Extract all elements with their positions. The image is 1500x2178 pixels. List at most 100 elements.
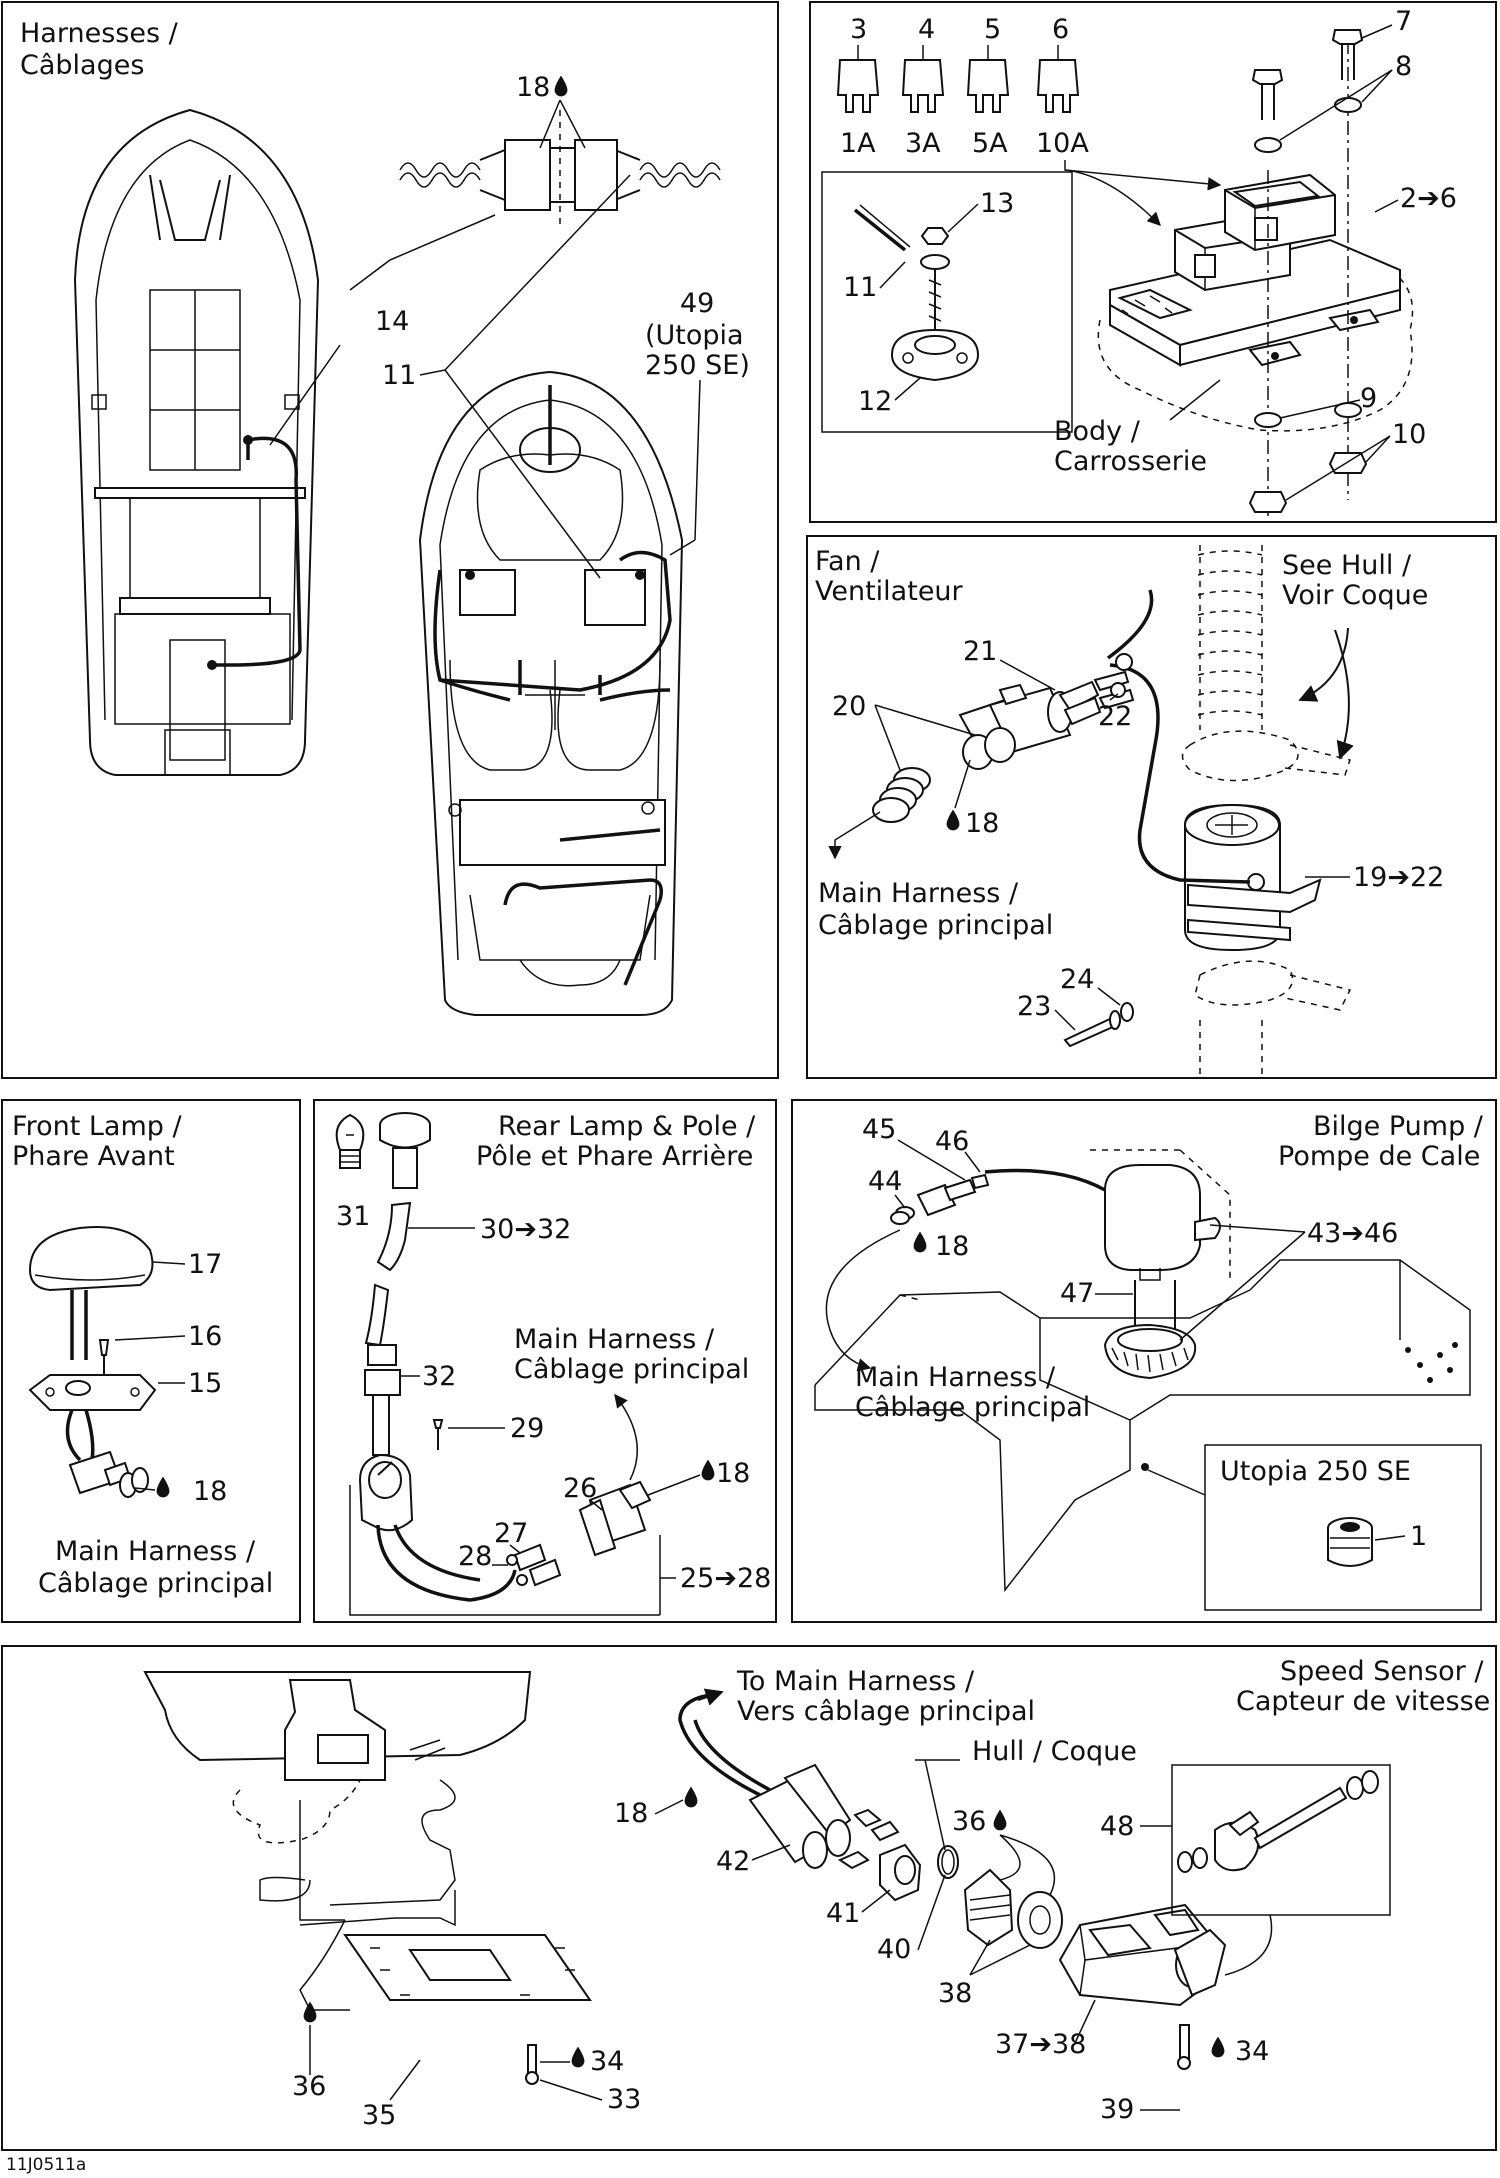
drop-icon [156,1476,170,1498]
front-lamp-title-1: Front Lamp / [12,1111,182,1142]
callout-33: 33 [607,2084,641,2115]
fuse-rating-10a: 10A [1036,128,1089,159]
callout-18: 18 [516,72,550,103]
callout-18-rear: 18 [716,1458,750,1489]
callout-45: 45 [862,1114,896,1145]
callout-36-bracket: 36 [292,2071,326,2102]
front-lamp-title-2: Phare Avant [12,1141,175,1172]
callout-31: 31 [336,1201,370,1232]
callout-14: 14 [375,306,409,337]
callout-36: 36 [952,1806,986,1837]
panel-speed-sensor: Speed Sensor / Capteur de vitesse 36 35 … [1,1645,1497,2151]
fuse-number-4: 4 [918,14,935,45]
body-label-2: Carrosserie [1054,446,1207,477]
callout-18-front: 18 [193,1476,227,1507]
callout-12: 12 [858,386,892,417]
drop-icon [303,2001,317,2023]
front-main-harness-1: Main Harness / [55,1536,256,1567]
callout-49-line2: (Utopia [645,320,744,351]
callout-44: 44 [868,1166,902,1197]
harnesses-title-1: Harnesses / [20,18,179,49]
rear-lamp-title-2: Pôle et Phare Arrière [476,1141,753,1172]
panel-front-lamp: Front Lamp / Phare Avant 17 16 15 18 [1,1099,301,1623]
drop-icon [701,1459,715,1481]
rear-main-harness-1: Main Harness / [514,1324,715,1355]
callout-46: 46 [935,1126,969,1157]
fan-seal-drawing [872,767,931,823]
rear-lamp-drawing [335,1112,660,1616]
fuse-rating-5a: 5A [972,128,1008,159]
drop-icon [1211,2036,1225,2058]
callout-42: 42 [716,1846,750,1877]
callout-35: 35 [362,2100,396,2131]
to-main-harness-2: Vers câblage principal [737,1696,1035,1727]
harnesses-title-2: Câblages [20,50,144,81]
callout-18-speed: 18 [614,1798,648,1829]
callout-38: 38 [938,1978,972,2009]
panel-rear-lamp: Rear Lamp & Pole / Pôle et Phare Arrière [313,1099,777,1623]
drop-icon [571,2046,585,2068]
drop-icon [913,1231,927,1253]
callout-15: 15 [188,1368,222,1399]
panel-fuse-box: 3 4 5 6 1A 3A 5A 10A [809,1,1497,523]
callout-34-bracket: 34 [590,2046,624,2077]
fan-main-harness-1: Main Harness / [818,878,1019,909]
callout-39: 39 [1100,2094,1134,2125]
callout-11: 11 [382,360,416,391]
callout-41: 41 [826,1898,860,1929]
callout-34: 34 [1235,2036,1269,2067]
drop-icon [684,1786,698,1808]
callout-37-38: 37➔38 [995,2029,1086,2060]
bilge-pump-drawing [1103,1164,1221,1380]
drop-icon [993,1809,1007,1831]
see-hull-1: See Hull / [1282,550,1412,581]
bilge-title-2: Pompe de Cale [1278,1141,1480,1172]
rear-lamp-title-1: Rear Lamp & Pole / [498,1111,756,1142]
utopia-label: Utopia 250 SE [1220,1456,1411,1487]
fuse-number-3: 3 [850,14,867,45]
ground-stud-drawing [853,204,980,382]
boat-top-view-right [418,370,684,1016]
fuse-ratings: 1A 3A 5A 10A [840,128,1089,159]
bolt-7 [1331,29,1364,80]
callout-11-fuse: 11 [843,272,877,303]
callout-17: 17 [188,1249,222,1280]
panel-fan: Fan / Ventilateur See Hull / Voir Coque [806,535,1497,1079]
fan-hose-drawing [1181,545,1352,1075]
callout-2-6: 2➔6 [1400,183,1457,214]
bilge-main-harness-1: Main Harness / [855,1362,1056,1393]
screw-23 [1063,1002,1134,1048]
fan-title-2: Ventilateur [815,576,964,607]
callout-48: 48 [1100,1811,1134,1842]
callout-24: 24 [1060,964,1094,995]
callout-19-22: 19➔22 [1353,862,1444,893]
callout-1: 1 [1410,1521,1427,1552]
callout-20: 20 [832,691,866,722]
front-main-harness-2: Câblage principal [38,1568,273,1599]
speed-title-2: Capteur de vitesse [1236,1686,1490,1717]
callout-21: 21 [963,636,997,667]
panel-bilge-pump: Bilge Pump / Pompe de Cale [791,1099,1497,1623]
callout-29: 29 [510,1413,544,1444]
callout-25-28: 25➔28 [680,1563,771,1594]
hardware-48-drawing [1177,1770,1379,1873]
bolt-left [1251,69,1284,120]
front-lamp-drawing [28,1226,157,1498]
speed-fitting-drawing [879,1843,1063,1949]
hull-label: Hull / Coque [972,1736,1137,1767]
body-label-1: Body / [1054,416,1141,447]
speed-sensor-drawing [1058,1903,1227,2070]
fuse-number-5: 5 [984,14,1001,45]
panel-harnesses: Harnesses / Câblages 18 [1,1,779,1079]
fuse-box-drawing [1097,173,1414,432]
callout-23: 23 [1017,991,1051,1022]
footer-code: 11J0511a [6,2155,86,2175]
fuse-numbers: 3 4 5 6 [850,14,1069,45]
fuse-rating-1a: 1A [840,128,876,159]
bilge-main-harness-2: Câblage principal [855,1392,1090,1423]
callout-18-fan: 18 [965,808,999,839]
bilge-connector-drawing [890,1173,990,1225]
fan-connector-drawing [958,653,1135,770]
fuse-drawings [836,45,1080,113]
